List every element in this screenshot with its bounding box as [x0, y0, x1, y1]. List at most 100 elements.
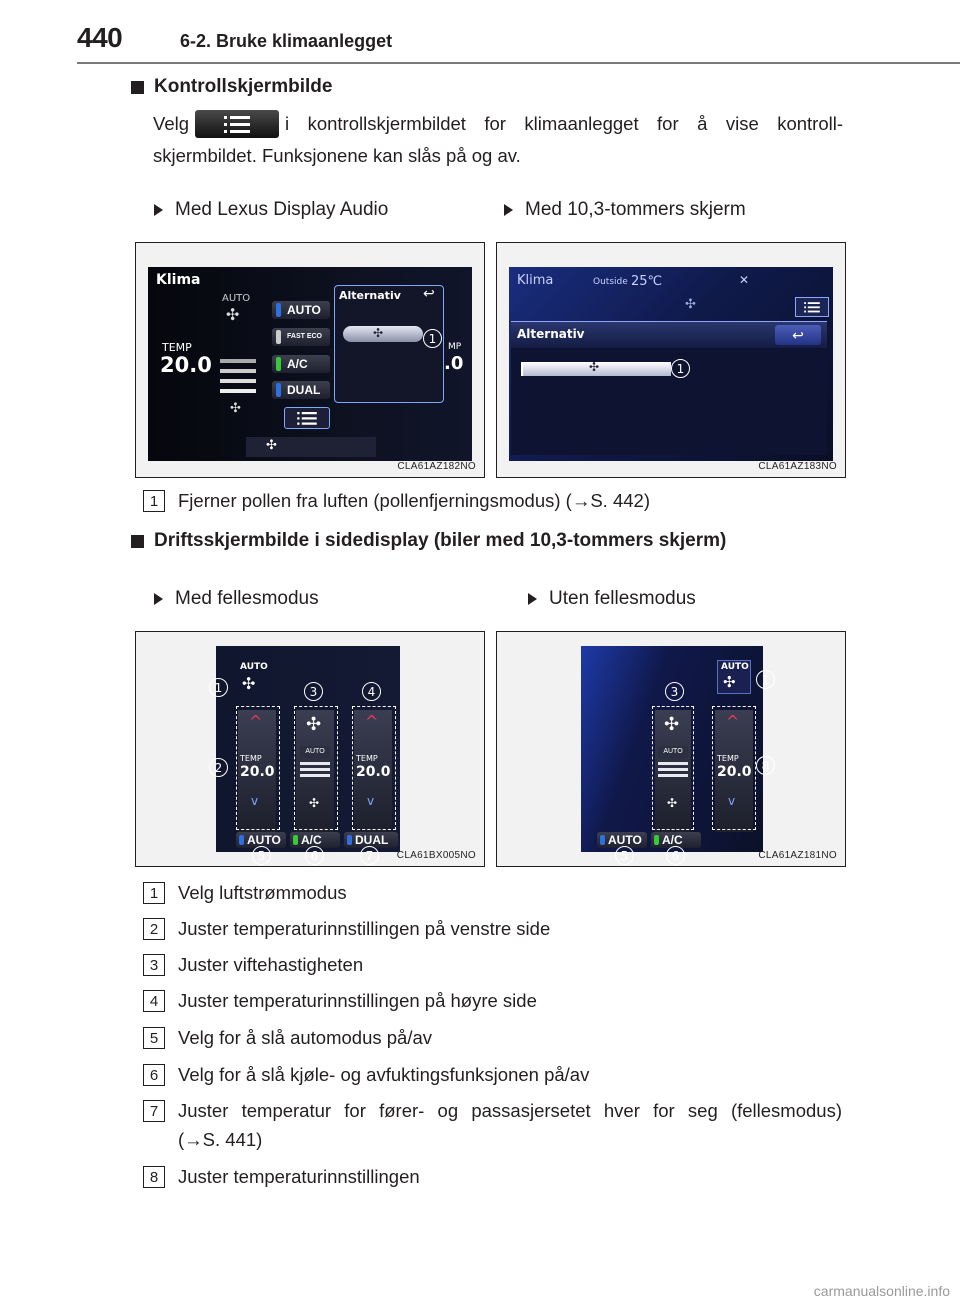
ac-button[interactable]: A/C	[290, 832, 340, 848]
callout-3: 3	[665, 682, 684, 701]
temp-label-left: TEMP	[240, 754, 262, 763]
header-divider	[77, 62, 960, 64]
temp-label-right: TEMP	[356, 754, 378, 763]
figure-10-3-screen: Klima Outside 25℃ ✕ ✣ Alternativ ↩ ✣ 1 C…	[496, 242, 846, 478]
dual-button[interactable]: DUAL	[272, 381, 330, 399]
airflow-mode-icon[interactable]: ✣	[242, 674, 256, 693]
outside-temp: 25℃	[631, 274, 663, 289]
section-title-text: Kontrollskjermbilde	[154, 76, 333, 97]
temp-value-left: 20.0	[240, 764, 275, 780]
list-number-5: 5	[143, 1027, 165, 1049]
temp-up-left-icon[interactable]: ^	[249, 712, 263, 731]
temp-up-right-icon[interactable]: ^	[365, 712, 379, 731]
triangle-bullet-icon	[154, 593, 163, 605]
temp-down-right-icon[interactable]: v	[367, 794, 375, 808]
list-number-2: 2	[143, 918, 165, 940]
auto-button[interactable]: AUTO	[272, 301, 330, 319]
fan-icon: ✣	[226, 305, 240, 324]
fan-low-icon[interactable]: ✣	[309, 796, 320, 810]
list-item-3: Juster viftehastigheten	[178, 954, 364, 975]
list-menu-icon	[224, 115, 251, 133]
auto-button[interactable]: AUTO	[236, 832, 286, 848]
figure-code: CLA61BX005NO	[396, 850, 476, 861]
dual-button[interactable]: DUAL	[344, 832, 398, 848]
pollen-mode-button[interactable]	[343, 326, 423, 342]
callout-1: 1	[756, 670, 775, 689]
watermark: carmanualsonline.info	[813, 1283, 950, 1299]
section-title-text: Driftsskjermbilde i sidedisplay (biler m…	[154, 530, 727, 551]
temp-down-icon[interactable]: v	[728, 794, 736, 808]
screen-title: Klima	[156, 272, 201, 288]
fast-eco-button[interactable]: FAST ECO	[272, 328, 330, 346]
options-button[interactable]	[284, 407, 330, 429]
temp-label: TEMP	[717, 754, 739, 763]
note-number: 1	[143, 490, 165, 512]
fan-high-icon[interactable]: ✣	[306, 714, 322, 735]
callout-3: 3	[304, 682, 323, 701]
bottom-bar: ✣	[246, 437, 376, 457]
auto-label: AUTO	[222, 293, 251, 304]
highlight-fan	[652, 706, 694, 830]
section-title-kontroll: Kontrollskjermbilde	[131, 76, 332, 98]
temp-down-left-icon[interactable]: v	[251, 794, 259, 808]
triangle-bullet-icon	[504, 204, 513, 216]
side-display-screen: AUTO ✣ ^ TEMP 20.0 v ✣ AUTO ✣ ^ TEMP 20.…	[216, 646, 400, 852]
back-arrow-icon[interactable]: ↩	[775, 325, 821, 345]
list-number-6: 6	[143, 1064, 165, 1086]
airflow-mode-button[interactable]	[717, 660, 751, 694]
fan-column	[296, 710, 334, 832]
ac-button[interactable]: A/C	[272, 355, 330, 373]
fan-column	[655, 710, 691, 832]
right-temp-column	[354, 710, 392, 832]
temp-up-icon[interactable]: ^	[726, 712, 740, 731]
auto-button[interactable]: AUTO	[597, 832, 647, 848]
popup-title: Alternativ	[517, 327, 585, 341]
callout-1: 1	[423, 329, 442, 348]
partial-right-label: MP	[448, 342, 462, 352]
fan-low-icon: ✣	[230, 401, 241, 416]
back-arrow-icon[interactable]: ↩	[423, 286, 435, 302]
options-button[interactable]	[795, 297, 829, 317]
fan-low-icon[interactable]: ✣	[667, 796, 678, 810]
callout-1: 1	[209, 678, 228, 697]
alternativ-panel: Alternativ ↩ ✣	[511, 321, 827, 455]
partial-right-value: .0	[444, 353, 464, 374]
fan-high-icon[interactable]: ✣	[664, 714, 680, 735]
popup-title: Alternativ	[339, 289, 401, 302]
list-item-1: Velg luftstrømmodus	[178, 882, 347, 903]
left-temp-column	[238, 710, 276, 832]
fan-auto-label[interactable]: AUTO	[658, 746, 688, 758]
screen-climate-lda: Klima AUTO ✣ TEMP 20.0 ✣ AUTO FAST ECO A…	[148, 267, 472, 461]
intro-paragraph: Velg i kontrollskjermbildet for klimaanl…	[153, 108, 843, 172]
bullet-square-icon	[131, 534, 144, 548]
list-item-4: Juster temperaturinnstillingen på høyre …	[178, 990, 537, 1011]
label-med-fellesmodus: Med fellesmodus	[154, 588, 319, 610]
temp-value: 20.0	[160, 353, 212, 377]
figure-lexus-display-audio: Klima AUTO ✣ TEMP 20.0 ✣ AUTO FAST ECO A…	[135, 242, 485, 478]
fan-auto-label[interactable]: AUTO	[300, 746, 330, 758]
callout-1: 1	[671, 359, 690, 378]
label-10-3-screen: Med 10,3-tommers skjerm	[504, 199, 746, 221]
temp-label: TEMP	[162, 341, 192, 354]
pollen-mode-button[interactable]	[521, 362, 671, 376]
highlight-temp	[712, 706, 756, 830]
callout-4: 4	[362, 682, 381, 701]
ac-button[interactable]: A/C	[651, 832, 701, 848]
callout-6: 6	[305, 846, 324, 865]
list-number-8: 8	[143, 1166, 165, 1188]
options-menu-button	[195, 110, 280, 138]
figure-uten-fellesmodus: AUTO ✣ ✣ AUTO ✣ ^ TEMP 20.0 v AUTO A/C 1…	[496, 631, 846, 867]
para-end-text: i kontrollskjermbildet for klimaanlegget…	[285, 113, 843, 134]
chapter-title: 6-2. Bruke klimaanlegget	[180, 31, 393, 51]
list-number-4: 4	[143, 990, 165, 1012]
triangle-bullet-icon	[154, 204, 163, 216]
airflow-mode-icon: ✣	[723, 673, 736, 691]
auto-label: AUTO	[240, 662, 268, 672]
note-text: Fjerner pollen fra luften (pollenfjernin…	[178, 490, 650, 511]
screen-climate-10-3: Klima Outside 25℃ ✕ ✣ Alternativ ↩ ✣ 1	[509, 267, 833, 461]
fan-dim-icon: ✣	[685, 297, 696, 312]
list-menu-icon	[297, 411, 317, 425]
callout-8: 8	[756, 756, 775, 775]
screen-title: Klima	[517, 273, 554, 288]
figure-code: CLA61AZ182NO	[397, 461, 476, 472]
